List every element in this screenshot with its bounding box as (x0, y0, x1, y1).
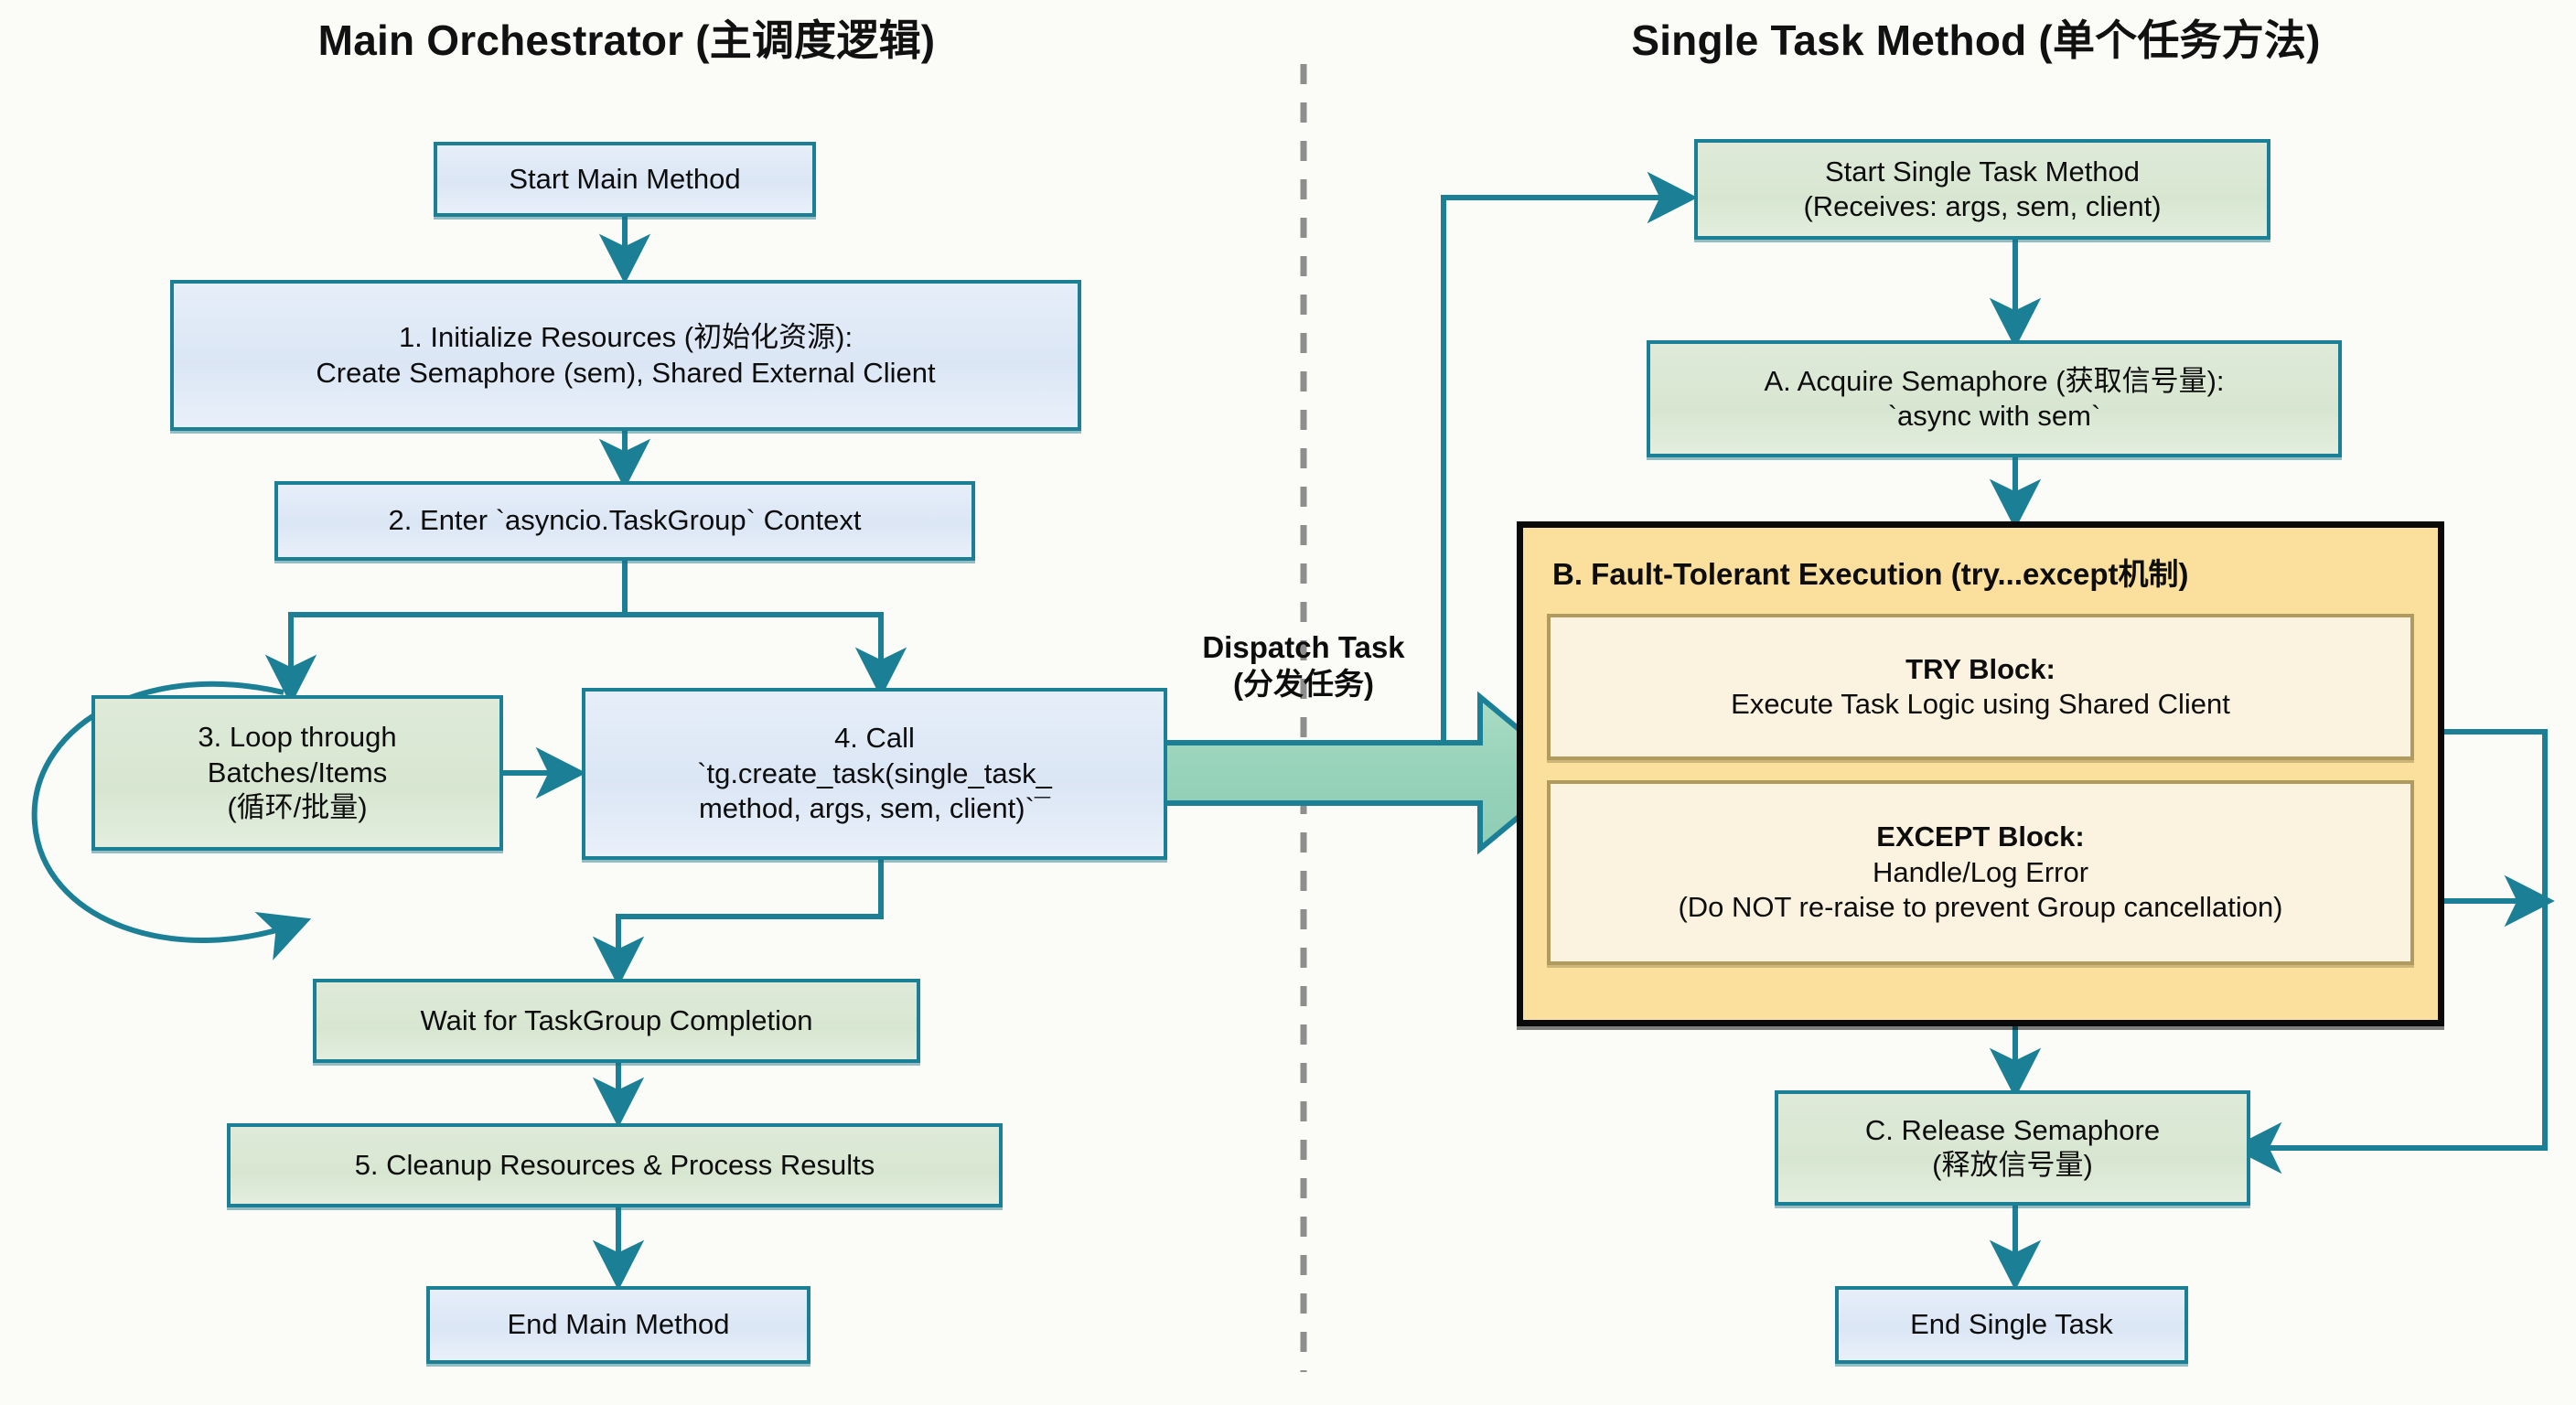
node-try-block[interactable]: TRY Block: Execute Task Logic using Shar… (1547, 614, 2414, 760)
node-release-semaphore[interactable]: C. Release Semaphore (释放信号量) (1775, 1090, 2250, 1206)
node-end-main-method-label: End Main Method (507, 1308, 730, 1341)
node-start-main-method[interactable]: Start Main Method (434, 142, 816, 217)
node-loop-line1: 3. Loop through (198, 721, 397, 754)
try-block-body: Execute Task Logic using Shared Client (1731, 688, 2230, 720)
node-cleanup-resources[interactable]: 5. Cleanup Resources & Process Results (227, 1123, 1003, 1207)
node-loop-line3: (循环/批量) (227, 791, 368, 824)
except-block-body2: (Do NOT re-raise to prevent Group cancel… (1678, 891, 2283, 924)
node-acquire-semaphore-line1: A. Acquire Semaphore (获取信号量): (1764, 364, 2225, 397)
node-fault-tolerant-execution[interactable]: B. Fault-Tolerant Execution (try...excep… (1517, 521, 2444, 1026)
node-wait-taskgroup-completion[interactable]: Wait for TaskGroup Completion (313, 979, 920, 1063)
node-call-create-task-line3: method, args, sem, client)`¯ (698, 792, 1051, 825)
node-except-block[interactable]: EXCEPT Block: Handle/Log Error (Do NOT r… (1547, 780, 2414, 965)
node-end-main-method[interactable]: End Main Method (426, 1286, 810, 1364)
node-acquire-semaphore-line2: `async with sem` (1887, 400, 2101, 432)
left-column-title: Main Orchestrator (主调度逻辑) (317, 16, 936, 64)
node-start-single-task-line2: (Receives: args, sem, client) (1803, 190, 2162, 222)
node-initialize-resources[interactable]: 1. Initialize Resources (初始化资源): Create … (170, 280, 1081, 431)
right-column-title: Single Task Method (单个任务方法) (1631, 16, 2321, 64)
except-block-body1: Handle/Log Error (1872, 855, 2089, 888)
node-acquire-semaphore[interactable]: A. Acquire Semaphore (获取信号量): `async wit… (1647, 340, 2342, 457)
node-start-single-task-line1: Start Single Task Method (1824, 155, 2141, 188)
dispatch-task-label-line1: Dispatch Task (1202, 630, 1405, 664)
node-wait-taskgroup-completion-label: Wait for TaskGroup Completion (420, 1003, 813, 1036)
fault-tolerant-heading: B. Fault-Tolerant Execution (try...excep… (1552, 557, 2189, 591)
node-enter-taskgroup-context[interactable]: 2. Enter `asyncio.TaskGroup` Context (274, 481, 975, 561)
dispatch-task-label-line2: (分发任务) (1233, 667, 1374, 702)
node-start-single-task-method[interactable]: Start Single Task Method (Receives: args… (1694, 139, 2270, 240)
node-start-main-method-label: Start Main Method (509, 162, 741, 195)
try-block-heading: TRY Block: (1905, 652, 2055, 685)
node-initialize-resources-line1: 1. Initialize Resources (初始化资源): (398, 321, 853, 354)
node-end-single-task[interactable]: End Single Task (1835, 1286, 2188, 1364)
node-end-single-task-label: End Single Task (1910, 1308, 2113, 1341)
wire-step2-to-step4 (622, 560, 907, 698)
node-call-create-task-line1: 4. Call (834, 722, 915, 755)
node-cleanup-resources-label: 5. Cleanup Resources & Process Results (354, 1148, 875, 1181)
node-initialize-resources-line2: Create Semaphore (sem), Shared External … (316, 356, 936, 389)
node-loop-line2: Batches/Items (207, 756, 388, 788)
node-loop-through-batches[interactable]: 3. Loop through Batches/Items (循环/批量) (91, 695, 503, 851)
wire-step4-to-wait (592, 858, 884, 987)
node-release-semaphore-line1: C. Release Semaphore (1864, 1113, 2161, 1146)
dispatch-task-label: Dispatch Task (分发任务) (1189, 629, 1418, 703)
node-release-semaphore-line2: (释放信号量) (1932, 1149, 2093, 1181)
node-enter-taskgroup-context-label: 2. Enter `asyncio.TaskGroup` Context (388, 504, 862, 537)
node-call-create-task[interactable]: 4. Call `tg.create_task(single_task_ met… (582, 688, 1167, 860)
node-call-create-task-line2: `tg.create_task(single_task_ (697, 756, 1052, 789)
except-block-heading: EXCEPT Block: (1876, 820, 2085, 853)
wire-step2-to-step3 (264, 560, 628, 705)
